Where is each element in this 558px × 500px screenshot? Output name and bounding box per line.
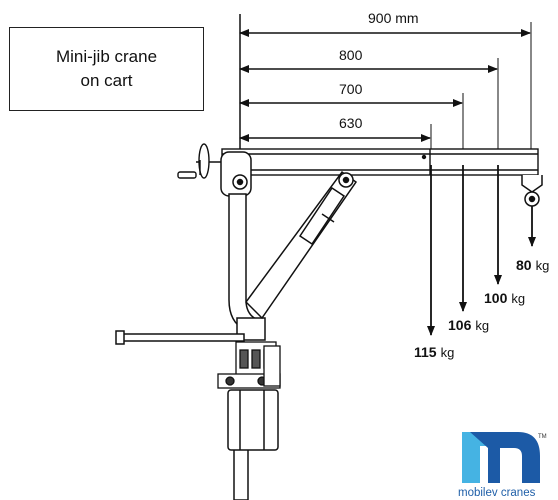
mobilev-logo: TM mobilev cranes: [458, 432, 547, 499]
logo-mark-right: [470, 432, 540, 483]
title-line-2: on cart: [80, 71, 133, 90]
mast: [228, 193, 266, 500]
load-unit-106: kg: [475, 318, 489, 333]
load-label-115: 115 kg: [414, 344, 454, 360]
load-value-80: 80: [516, 257, 532, 273]
pivot-joint: [220, 151, 252, 197]
load-label-80: 80 kg: [516, 257, 549, 273]
load-unit-115: kg: [441, 345, 455, 360]
dimension-label-900: 900 mm: [368, 10, 419, 26]
title-box: Mini-jib crane on cart: [9, 27, 204, 111]
hook: [521, 175, 543, 207]
dimension-label-700: 700: [339, 81, 363, 97]
logo-trademark: TM: [538, 434, 547, 440]
title-line-1: Mini-jib crane: [55, 47, 158, 66]
handwheel: [177, 143, 222, 179]
dimension-700: 700: [239, 81, 464, 165]
logo-text: mobilev cranes: [458, 487, 536, 499]
load-unit-80: kg: [536, 258, 550, 273]
load-value-106: 106: [448, 317, 472, 333]
dimension-800: 800: [239, 47, 499, 165]
hydraulic-strut: [245, 170, 358, 320]
dimension-label-800: 800: [339, 47, 363, 63]
pump-handle: [115, 330, 245, 345]
load-unit-100: kg: [511, 291, 525, 306]
jib-boom: [221, 148, 539, 176]
dimension-900: 900 mm: [239, 10, 532, 165]
load-value-115: 115: [414, 344, 437, 360]
oil-tank: [227, 389, 279, 451]
dimension-label-630: 630: [339, 115, 363, 131]
dimension-630: 630: [239, 115, 432, 165]
load-value-100: 100: [484, 290, 508, 306]
pump-assembly: [217, 341, 281, 389]
